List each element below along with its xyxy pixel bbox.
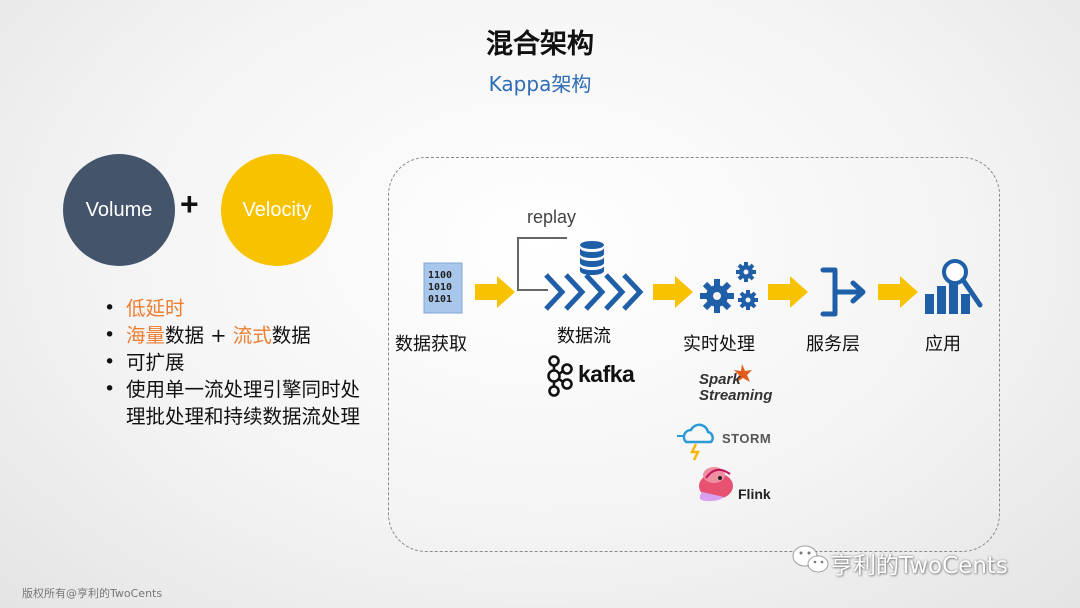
replay-loop-icon <box>517 237 567 291</box>
watermark-text: 亨利的TwoCents <box>830 553 1008 579</box>
feature-text: 数据 <box>271 324 311 347</box>
feature-item-single-engine: 使用单一流处理引擎同时处理批处理和持续数据流处理 <box>102 376 372 430</box>
flink-label: Flink <box>738 486 771 502</box>
stage-label-ingest: 数据获取 <box>395 334 467 355</box>
database-icon <box>580 241 604 275</box>
flow-arrow-icon <box>475 276 515 308</box>
velocity-label: Velocity <box>242 198 312 221</box>
streaming-label: Streaming <box>699 387 773 404</box>
binary-data-icon <box>423 262 463 314</box>
feature-text: 使用单一流处理引擎同时处理批处理和持续数据流处理 <box>126 378 361 428</box>
bar-chart-search-icon <box>925 259 983 314</box>
watermark: 亨利的TwoCents <box>790 546 1008 580</box>
feature-highlight: 海量 <box>126 324 166 347</box>
feature-list: 低延时 海量数据 + 流式数据 可扩展 使用单一流处理引擎同时处理批处理和持续数… <box>102 295 372 430</box>
flow-arrow-icon <box>878 276 918 308</box>
stage-label-app: 应用 <box>925 334 961 355</box>
kafka-logo-icon <box>547 355 573 397</box>
gears-icon <box>700 262 758 313</box>
kappa-architecture-box <box>388 157 1000 552</box>
binary-row: 1100 <box>428 270 453 281</box>
flink-squirrel-icon <box>699 467 733 502</box>
plus-sign: + <box>180 186 199 222</box>
flow-arrow-icon <box>653 276 693 308</box>
volume-label: Volume <box>85 198 153 221</box>
page-title: 混合架构 <box>486 29 594 60</box>
copyright-footer: 版权所有@亨利的TwoCents <box>22 587 163 600</box>
replay-label: replay <box>527 207 577 227</box>
page-subtitle: Kappa架构 <box>488 72 592 96</box>
merge-arrow-icon <box>820 267 866 317</box>
feature-item-low-latency: 低延时 <box>102 295 372 322</box>
storm-cloud-icon <box>677 423 714 461</box>
binary-row: 1010 <box>428 282 453 293</box>
feature-text: 数据 + <box>165 324 233 347</box>
feature-highlight: 低延时 <box>126 297 185 320</box>
wechat-icon <box>792 545 829 573</box>
storm-label: STORM <box>722 431 772 446</box>
feature-item-scalable: 可扩展 <box>102 349 372 376</box>
kafka-label: kafka <box>578 361 635 387</box>
stage-label-serving: 服务层 <box>806 334 860 355</box>
stage-label-stream: 数据流 <box>557 326 611 347</box>
binary-row: 0101 <box>428 294 453 305</box>
feature-text: 可扩展 <box>126 351 185 374</box>
feature-item-data: 海量数据 + 流式数据 <box>102 322 372 349</box>
velocity-circle: Velocity <box>221 154 333 266</box>
flow-arrow-icon <box>768 276 808 308</box>
spark-streaming-label: Spark Streaming <box>699 372 772 404</box>
spark-label: Spark <box>699 371 741 388</box>
binary-data-text: 1100 1010 0101 <box>428 270 452 306</box>
stage-label-realtime: 实时处理 <box>683 334 755 355</box>
feature-highlight: 流式 <box>232 324 272 347</box>
volume-circle: Volume <box>63 154 175 266</box>
spark-star-icon <box>734 364 752 382</box>
stream-chevrons-icon <box>544 273 644 311</box>
